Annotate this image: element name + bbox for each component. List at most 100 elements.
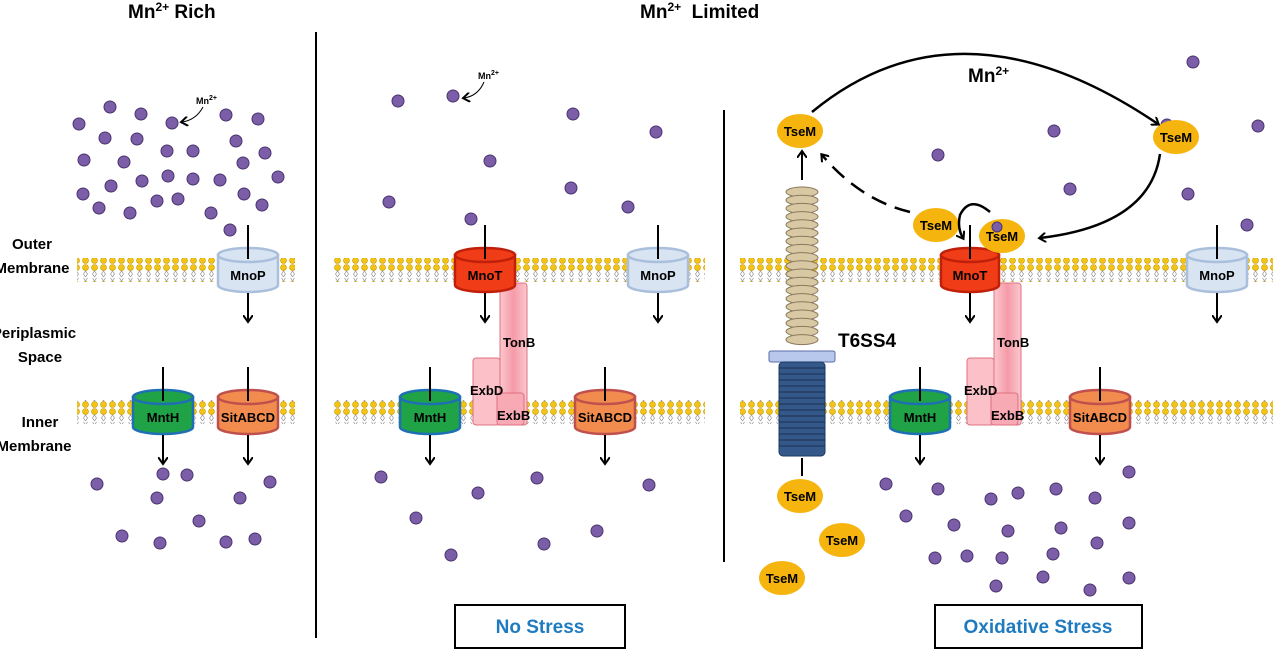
mn-ion — [989, 579, 1003, 593]
mn-ion — [90, 477, 104, 491]
mn-ion — [72, 117, 86, 131]
mnth: MntH — [131, 388, 195, 436]
mnop: MnoP — [216, 246, 280, 294]
label-inner-membrane: Inner Membrane — [0, 414, 72, 455]
mn-ion — [382, 195, 396, 209]
svg-text:No Stress: No Stress — [496, 617, 585, 638]
sitabcd: SitABCD — [1068, 388, 1132, 436]
mn-ion — [92, 201, 106, 215]
mn-ion — [1122, 571, 1136, 585]
sitabcd-label: SitABCD — [578, 410, 632, 425]
tsem-label: TseM — [766, 571, 798, 586]
svg-text:Inner: Inner — [22, 414, 59, 431]
tsem-label: TseM — [986, 229, 1018, 244]
tsem-protein: TseM — [759, 561, 805, 595]
mn-ion — [995, 551, 1009, 565]
mn-ion — [213, 173, 227, 187]
mnot: MnoT — [453, 246, 517, 294]
mn-ion — [150, 491, 164, 505]
mn-ion — [947, 518, 961, 532]
mn-ion — [1186, 55, 1200, 69]
tsem-label: TseM — [826, 533, 858, 548]
tsem-secretion-arrow — [811, 52, 1158, 124]
mnot: MnoT — [939, 246, 1001, 294]
mn-ion — [135, 174, 149, 188]
mn-ion — [186, 172, 200, 186]
exbb — [496, 392, 525, 426]
mn-ion — [237, 187, 251, 201]
mn-ion — [233, 491, 247, 505]
mn-ion — [374, 470, 388, 484]
tsem-protein: TseM — [819, 523, 865, 557]
tsem-protein: TseM — [777, 479, 823, 513]
tsem-label: TseM — [920, 218, 952, 233]
tsem-protein: TseM — [777, 114, 823, 148]
mn-ion — [219, 108, 233, 122]
title-mn-limited: Mn2+ Limited — [640, 0, 759, 23]
mn-ion-label: Mn2+ — [464, 70, 499, 98]
mn-ion-label-large: Mn2+ — [968, 64, 1009, 87]
title-mn-rich: Mn2+ Rich — [128, 0, 216, 23]
mn-ion — [530, 471, 544, 485]
mn-ion — [984, 492, 998, 506]
mn-ion — [219, 535, 233, 549]
mn-ion — [153, 536, 167, 550]
mn-ion — [161, 169, 175, 183]
mn-ion — [879, 477, 893, 491]
mn-ion — [564, 181, 578, 195]
mn-ion — [1088, 491, 1102, 505]
mn-ion — [537, 537, 551, 551]
mn-ion — [104, 179, 118, 193]
mn-ion — [409, 511, 423, 525]
mn-ion — [186, 144, 200, 158]
mn-ion — [928, 551, 942, 565]
mnop-label: MnoP — [640, 268, 676, 283]
mn-release-arrow — [959, 203, 991, 238]
mn-ion — [134, 107, 148, 121]
mn-ion — [649, 125, 663, 139]
mn-ion — [1001, 524, 1015, 538]
mn-ion — [1063, 182, 1077, 196]
mn-ion — [590, 524, 604, 538]
mn-ion — [391, 94, 405, 108]
svg-text:Periplasmic: Periplasmic — [0, 325, 76, 342]
mn-ion — [1054, 521, 1068, 535]
mn-ion — [115, 529, 129, 543]
mnot-label: MnoT — [468, 268, 503, 283]
mn-ion — [1122, 465, 1136, 479]
mn-ion-label: Mn2+ — [182, 95, 217, 122]
mn-ion — [255, 198, 269, 212]
mn-ion — [98, 131, 112, 145]
mnth-label: MntH — [904, 410, 937, 425]
mn-ion — [483, 154, 497, 168]
mn-ion — [464, 212, 478, 226]
mn-ion — [1090, 536, 1104, 550]
exbb-label: ExbB — [497, 408, 530, 423]
mn-ion — [204, 206, 218, 220]
mn-ion — [471, 486, 485, 500]
mn-ion — [229, 134, 243, 148]
svg-text:Mn2+: Mn2+ — [196, 95, 217, 106]
exbd — [966, 357, 995, 426]
mn-ion — [236, 156, 250, 170]
svg-text:Membrane: Membrane — [0, 438, 72, 455]
exbb — [990, 392, 1019, 426]
mn-ion — [621, 200, 635, 214]
condition-no-stress: No Stress — [454, 604, 626, 649]
exbd-label: ExbD — [470, 383, 503, 398]
mn-ion — [566, 107, 580, 121]
mn-ion — [1122, 516, 1136, 530]
mn-ion — [258, 146, 272, 160]
mn-ion — [1240, 218, 1254, 232]
tsem-label: TseM — [1160, 130, 1192, 145]
t6ss4-label: T6SS4 — [838, 331, 897, 352]
outer-membrane — [740, 258, 1273, 282]
mn-ion — [156, 467, 170, 481]
svg-text:Space: Space — [18, 349, 62, 366]
label-outer-membrane: Outer Membrane — [0, 236, 70, 277]
mn-ion — [446, 89, 460, 103]
tsem-protein: TseM — [979, 219, 1025, 253]
mn-ion — [1047, 124, 1061, 138]
